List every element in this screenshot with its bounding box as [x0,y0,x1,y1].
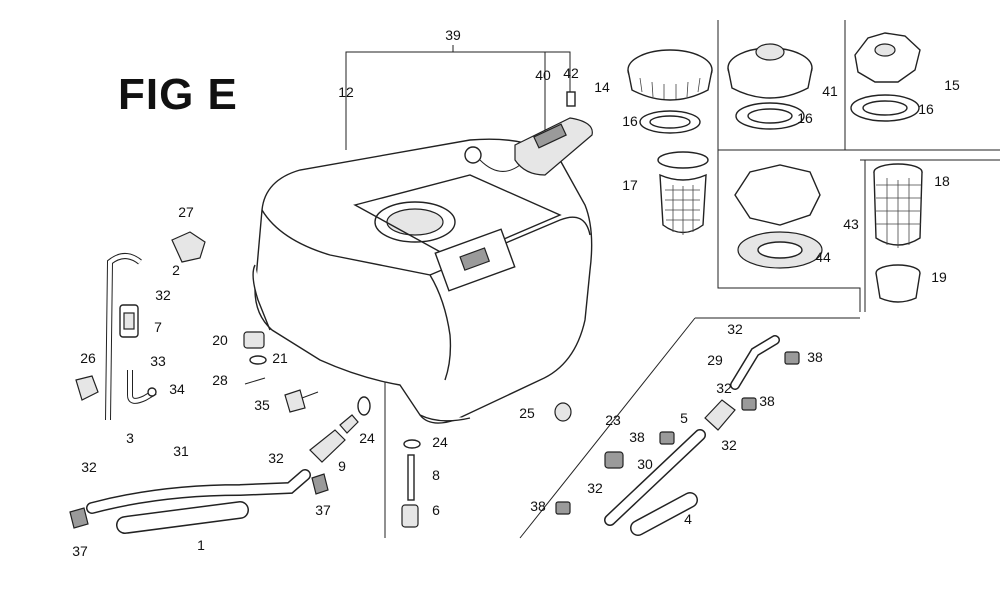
fuel-line-assembly-right [554,335,800,536]
callout-21: 21 [272,350,288,366]
callout-32: 32 [716,380,732,396]
callout-6: 6 [432,502,440,518]
callout-12: 12 [338,84,354,100]
fuel-cap-43 [734,164,823,269]
group-bracket-39 [345,45,571,150]
callout-34: 34 [169,381,185,397]
clamps-37 [69,473,329,529]
callout-1: 1 [197,537,205,553]
callout-38: 38 [807,349,823,365]
callout-37: 37 [72,543,88,559]
callout-39: 39 [445,27,461,43]
hose-1 [116,501,249,534]
callout-14: 14 [594,79,610,95]
callout-18: 18 [934,173,950,189]
callout-4: 4 [684,511,692,527]
strainer-collar-19 [875,264,921,303]
inset-panel-frames [717,20,1000,312]
callout-7: 7 [154,319,162,335]
figure-title: FIG E [118,70,238,119]
callout-31: 31 [173,443,189,459]
strainer-17 [657,151,709,235]
hose-31 [86,469,311,514]
callout-33: 33 [150,353,166,369]
callout-16: 16 [797,110,813,126]
callout-38: 38 [759,393,775,409]
callout-19: 19 [931,269,947,285]
callout-44: 44 [815,249,831,265]
callout-40: 40 [535,67,551,83]
callout-9: 9 [338,458,346,474]
fuel-cap-41 [727,43,813,130]
callout-24: 24 [359,430,375,446]
fuel-cap-14 [627,49,713,134]
callout-38: 38 [530,498,546,514]
callout-32: 32 [81,459,97,475]
callout-16: 16 [918,101,934,117]
callout-29: 29 [707,352,723,368]
callout-32: 32 [587,480,603,496]
callout-32: 32 [155,287,171,303]
fuel-gauge-40 [464,91,593,176]
callout-16: 16 [622,113,638,129]
callout-35: 35 [254,397,270,413]
callout-32: 32 [721,437,737,453]
callout-8: 8 [432,467,440,483]
center-small-parts [243,331,421,528]
callout-2: 2 [172,262,180,278]
callout-32: 32 [727,321,743,337]
callout-41: 41 [822,83,838,99]
callout-27: 27 [178,204,194,220]
callout-30: 30 [637,456,653,472]
callout-42: 42 [563,65,579,81]
callout-20: 20 [212,332,228,348]
callout-15: 15 [944,77,960,93]
fuel-line-assembly-left [75,231,206,421]
callout-26: 26 [80,350,96,366]
callout-38: 38 [629,429,645,445]
fuel-tank-12 [252,138,593,424]
callout-24: 24 [432,434,448,450]
callout-5: 5 [680,410,688,426]
callout-28: 28 [212,372,228,388]
strainer-18 [873,163,923,248]
fuel-cap-15 [850,32,921,122]
callout-17: 17 [622,177,638,193]
callout-37: 37 [315,502,331,518]
callout-3: 3 [126,430,134,446]
callout-43: 43 [843,216,859,232]
callout-23: 23 [605,412,621,428]
callout-25: 25 [519,405,535,421]
callout-32: 32 [268,450,284,466]
